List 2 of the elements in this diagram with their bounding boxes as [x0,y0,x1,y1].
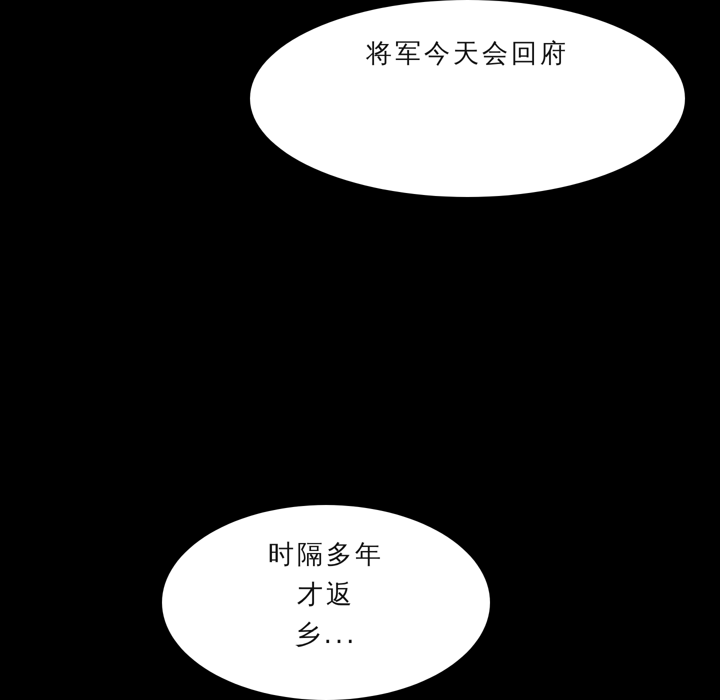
dialogue-text: 时隔多年才返乡... [267,538,385,652]
dialogue-text: 将军今天会回府 [365,38,570,70]
